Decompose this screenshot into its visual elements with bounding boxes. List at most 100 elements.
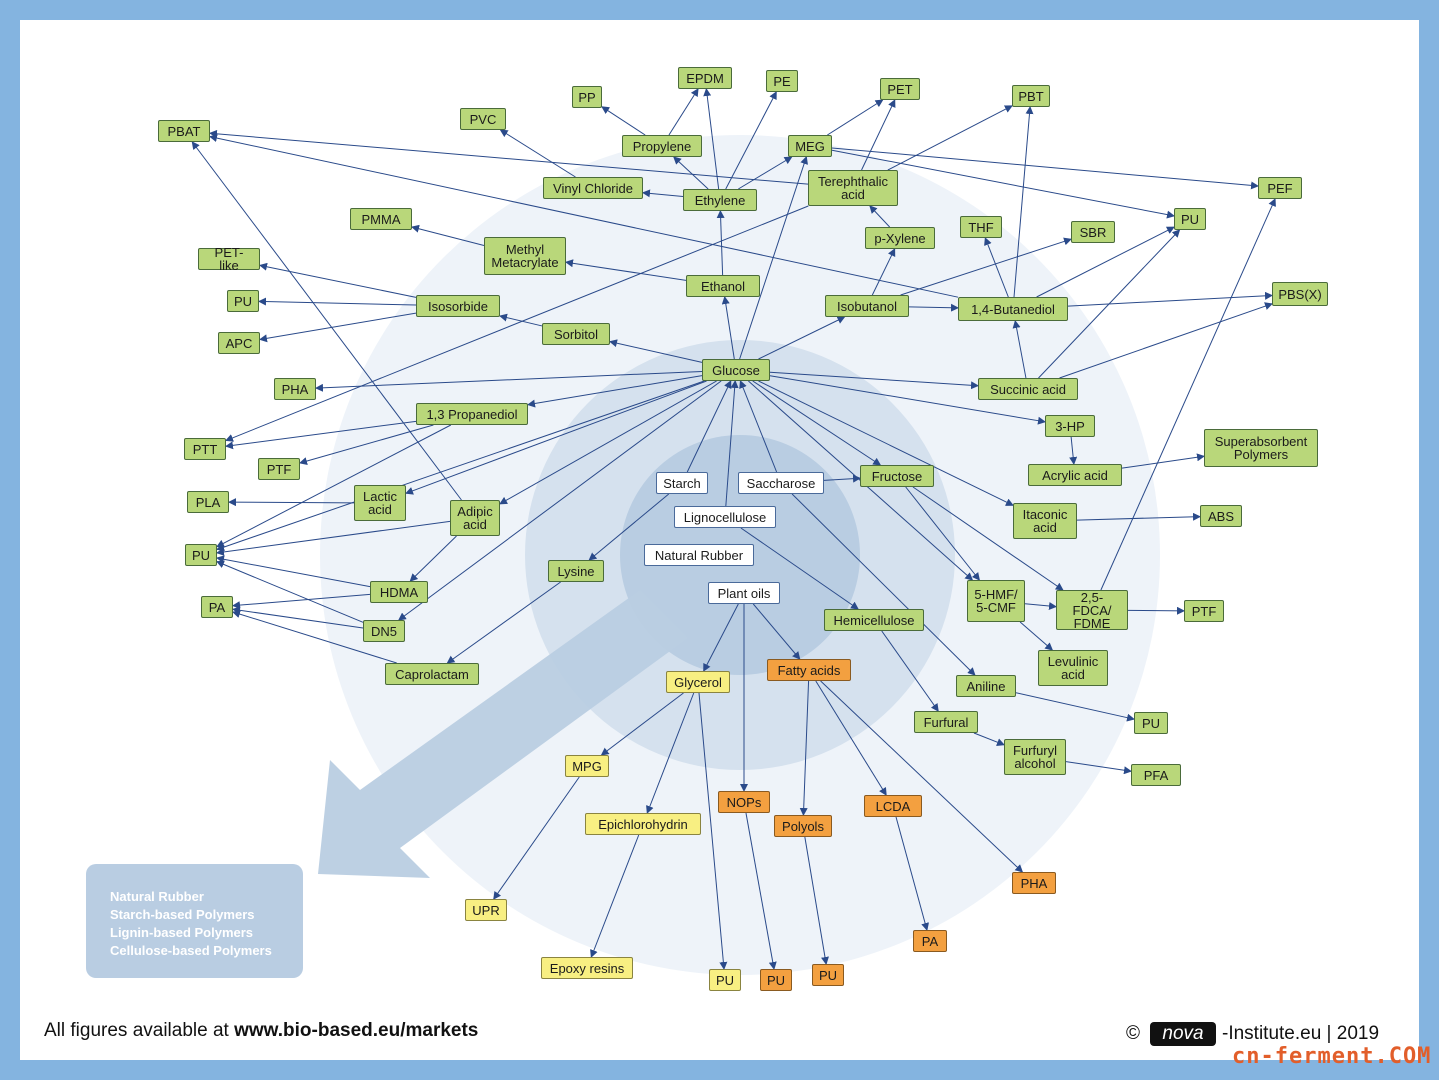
edge-glucose-to-pu_l2 — [216, 380, 705, 551]
node-lignocellulose: Lignocellulose — [674, 506, 776, 528]
watermark: cn-ferment.COM — [1232, 1044, 1432, 1069]
node-pu_r: PU — [1134, 712, 1168, 734]
edge-meg-to-pu_top — [831, 149, 1175, 219]
node-lactic: Lactic acid — [354, 485, 406, 521]
edge-isosorbide-to-petlike — [259, 262, 417, 298]
edge-isosorbide-to-apc — [259, 312, 417, 343]
edge-ethylene-to-vinyl — [642, 189, 684, 198]
node-fdca: 2,5-FDCA/ FDME — [1056, 590, 1128, 630]
edge-ethylene-to-epdm — [703, 88, 720, 190]
node-pu_b1: PU — [709, 969, 741, 991]
edge-lignocellulose-to-glucose — [725, 380, 739, 507]
edge-butanediol-to-pbat — [209, 134, 959, 298]
node-pxylene: p-Xylene — [865, 227, 935, 249]
edge-hdma-to-pa_l — [232, 593, 371, 610]
big-arrow — [318, 590, 688, 878]
edge-succinic-to-butanediol — [1012, 320, 1027, 379]
node-plantoils: Plant oils — [708, 582, 780, 604]
footer-prefix: All figures available at — [44, 1020, 235, 1041]
node-ptf_l: PTF — [258, 458, 300, 480]
node-abs: ABS — [1200, 505, 1242, 527]
node-dn5: DN5 — [363, 620, 405, 642]
node-itaconic: Itaconic acid — [1013, 503, 1077, 539]
edge-terephthalic-to-pet — [861, 99, 896, 171]
edge-glucose-to-lactic — [405, 380, 707, 495]
legend-item: Cellulose-based Polymers — [110, 943, 272, 958]
edge-fattyacids-to-lcda — [815, 680, 887, 796]
edge-hmf-to-levulinic — [1019, 621, 1054, 651]
edge-propylene-to-pp — [601, 106, 646, 136]
node-pef: PEF — [1258, 177, 1302, 199]
edge-fdca-to-pef — [1100, 198, 1276, 591]
legend-item: Lignin-based Polymers — [110, 925, 254, 940]
edge-ethylene-to-pe — [725, 91, 777, 190]
node-pp: PP — [572, 86, 602, 108]
footer-note: All figures available at www.bio-based.e… — [44, 1020, 478, 1042]
node-apc: APC — [218, 332, 260, 354]
edge-fattyacids-to-polyols — [799, 680, 810, 816]
edge-propanediol-to-pu_l2 — [216, 424, 452, 548]
edge-adipic-to-pu_l2 — [216, 520, 451, 556]
node-pbat: PBAT — [158, 120, 210, 142]
legend: Natural Rubber Starch-based Polymers Lig… — [110, 888, 272, 960]
edge-glucose-to-propanediol — [527, 375, 703, 408]
edge-glucose-to-succinic — [769, 371, 979, 390]
node-pvc: PVC — [460, 108, 506, 130]
node-polyols: Polyols — [774, 815, 832, 837]
edge-glycerol-to-pu_b1 — [698, 692, 728, 970]
edge-butanediol-to-pbt — [1013, 106, 1034, 298]
edge-butanediol-to-pbsx — [1067, 291, 1273, 307]
edge-epichloro-to-epoxy — [590, 834, 640, 958]
node-fattyacids: Fatty acids — [767, 659, 851, 681]
edge-propanediol-to-ptf_l — [299, 424, 434, 465]
node-pbsx: PBS(X) — [1272, 282, 1328, 306]
edge-lactic-to-pla — [228, 498, 355, 507]
edge-succinic-to-pu_top — [1038, 229, 1181, 379]
node-ethanol: Ethanol — [686, 275, 760, 297]
node-vinyl: Vinyl Chloride — [543, 177, 643, 199]
edge-meg-to-pet — [827, 99, 884, 136]
edge-hmf-to-fdca — [1024, 601, 1057, 610]
edge-butanediol-to-pu_top — [1036, 226, 1175, 298]
footer-url[interactable]: www.bio-based.eu/markets — [234, 1020, 479, 1041]
node-thf: THF — [960, 216, 1002, 238]
edge-terephthalic-to-ptt — [225, 205, 809, 442]
edge-meg-to-pef — [831, 147, 1259, 190]
edge-isobutanol-to-butanediol — [908, 303, 959, 312]
node-epdm: EPDM — [678, 67, 732, 89]
edge-lignocellulose-to-hemicellulose — [740, 527, 859, 610]
edge-acrylic-to-superabs — [1121, 453, 1205, 469]
node-hemicellulose: Hemicellulose — [824, 609, 924, 631]
node-aniline: Aniline — [956, 675, 1016, 697]
node-propylene: Propylene — [622, 135, 702, 157]
node-hmf: 5-HMF/ 5-CMF — [967, 580, 1025, 622]
node-ethylene: Ethylene — [683, 189, 757, 211]
node-pu_b3: PU — [812, 964, 844, 986]
node-levulinic: Levulinic acid — [1038, 650, 1108, 686]
edge-vinyl-to-pvc — [499, 129, 576, 178]
edge-ethylene-to-propylene — [673, 156, 709, 190]
edge-methyl-to-pmma — [411, 224, 485, 246]
node-ptf_r: PTF — [1184, 600, 1224, 622]
node-isosorbide: Isosorbide — [416, 295, 500, 317]
edge-fdca-to-ptf_r — [1127, 606, 1185, 615]
edge-glucose-to-sorbitol — [609, 339, 703, 363]
node-methyl: Methyl Metacrylate — [484, 237, 566, 275]
node-butanediol: 1,4-Butanediol — [958, 297, 1068, 321]
node-hdma: HDMA — [370, 581, 428, 603]
logo-text: nova — [1150, 1022, 1216, 1046]
node-furfuryl: Furfuryl alcohol — [1004, 739, 1066, 775]
edge-glycerol-to-mpg — [600, 692, 684, 756]
node-pha_l: PHA — [274, 378, 316, 400]
footer-copyright: © nova -Institute.eu | 2019 — [1126, 1020, 1379, 1048]
node-pu_l2: PU — [185, 544, 217, 566]
node-glycerol: Glycerol — [666, 671, 730, 693]
node-3hp: 3-HP — [1045, 415, 1095, 437]
edge-furfural-to-furfuryl — [973, 732, 1005, 746]
node-epichloro: Epichlorohydrin — [585, 813, 701, 835]
node-petlike: PET-like — [198, 246, 260, 272]
node-pu_top: PU — [1174, 208, 1206, 230]
edge-isobutanol-to-sbr — [900, 237, 1072, 296]
edge-itaconic-to-abs — [1076, 512, 1201, 521]
node-pa_b: PA — [913, 930, 947, 952]
